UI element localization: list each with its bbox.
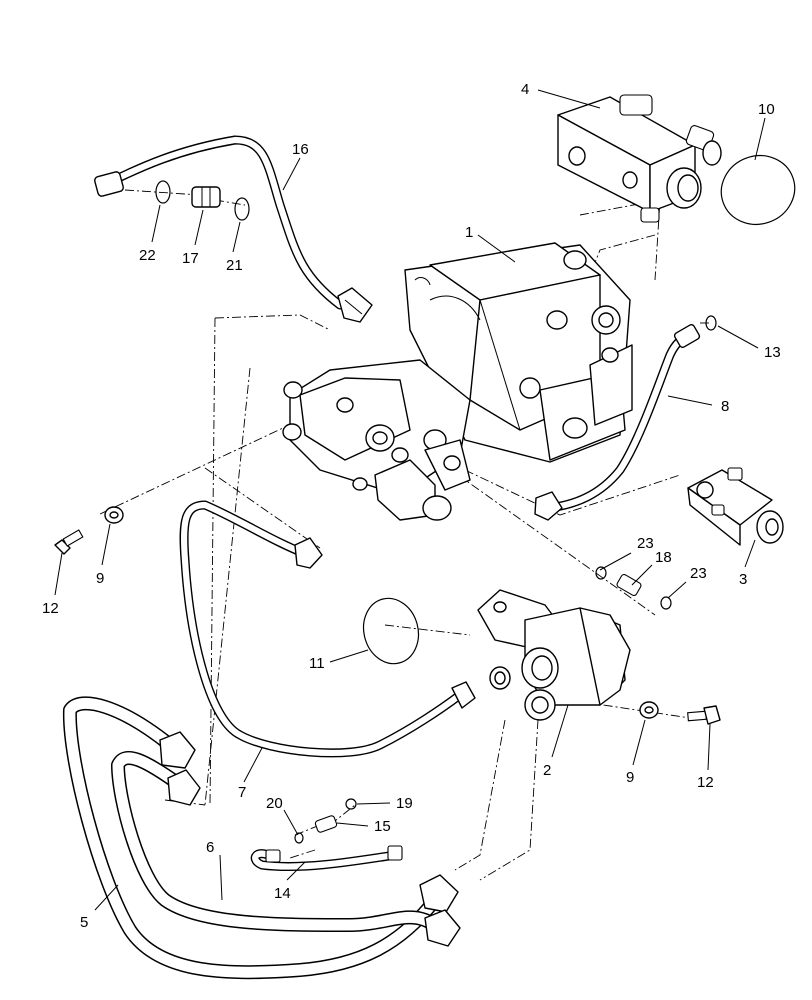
o-ring-23-lower (660, 596, 672, 610)
screw-12-left (54, 529, 84, 555)
callout-20: 20 (266, 795, 283, 812)
leader-lines (54, 89, 766, 911)
washer-9-left (104, 506, 124, 524)
callout-11: 11 (309, 655, 325, 672)
callout-4: 4 (521, 81, 529, 98)
callout-15: 15 (374, 818, 391, 835)
callout-23-upper: 23 (637, 535, 654, 552)
callout-8: 8 (721, 398, 729, 415)
tube-14 (250, 845, 403, 872)
washer-9-right (639, 701, 659, 719)
valve-block-4 (557, 94, 722, 223)
callout-19: 19 (396, 795, 413, 812)
callout-5: 5 (80, 914, 88, 931)
hose-6 (111, 751, 461, 947)
callout-23-lower: 23 (690, 565, 707, 582)
o-ring-11 (362, 597, 420, 665)
callout-12-right: 12 (697, 774, 714, 791)
callout-16: 16 (292, 141, 309, 158)
motor-2 (477, 589, 631, 721)
o-ring-21 (234, 197, 250, 221)
screw-12-right (687, 705, 721, 725)
callout-3: 3 (739, 571, 747, 588)
callout-14: 14 (274, 885, 291, 902)
callout-numbers: 4 10 16 1 22 17 21 13 8 23 18 23 3 9 12 … (42, 81, 781, 931)
o-ring-19 (345, 798, 357, 810)
callout-13: 13 (764, 344, 781, 361)
tube-8 (534, 323, 701, 521)
callout-17: 17 (182, 250, 199, 267)
o-ring-23-upper (595, 566, 607, 580)
o-ring-20 (294, 832, 304, 844)
callout-1: 1 (465, 224, 473, 241)
callout-18: 18 (655, 549, 672, 566)
callout-22: 22 (139, 247, 156, 264)
fitting-18 (616, 573, 642, 597)
tube-16 (94, 135, 373, 323)
callout-9-left: 9 (96, 570, 104, 587)
valve-3 (687, 467, 784, 546)
callout-9-right: 9 (626, 769, 634, 786)
callout-12-left: 12 (42, 600, 59, 617)
o-ring-22 (155, 180, 171, 204)
o-ring-10 (720, 155, 796, 225)
pump-assembly-1 (282, 242, 633, 521)
tube-7 (179, 500, 476, 758)
callout-2: 2 (543, 762, 551, 779)
callout-21: 21 (226, 257, 243, 274)
hose-5 (62, 696, 459, 980)
o-ring-13 (705, 315, 717, 331)
fitting-15 (314, 815, 338, 833)
fitting-17 (191, 186, 221, 208)
callout-10: 10 (758, 101, 775, 118)
callout-6: 6 (206, 839, 214, 856)
callout-7: 7 (238, 784, 246, 801)
